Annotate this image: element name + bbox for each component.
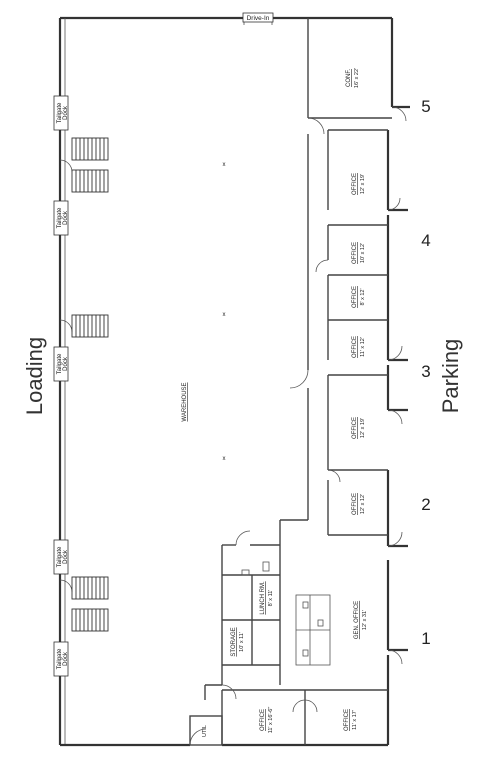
svg-text:OFFICE: OFFICE <box>352 336 358 358</box>
svg-text:11' x 17': 11' x 17' <box>352 710 358 730</box>
loading-label: Loading <box>22 337 47 415</box>
svg-text:x: x <box>223 312 226 318</box>
svg-text:LUNCH RM.: LUNCH RM. <box>260 581 266 615</box>
parking-label: Parking <box>438 339 463 414</box>
room-storage: STORAGE 10' x 11' <box>231 627 245 656</box>
svg-text:OFFICE: OFFICE <box>352 417 358 439</box>
tailgate-dock-2: TailgateDock <box>53 200 69 236</box>
room-office-7: OFFICE 11' x 16'-6" <box>260 707 274 734</box>
room-office-3: OFFICE 8' x 12' <box>352 286 366 308</box>
tailgate-dock-5: TailgateDock <box>53 641 69 677</box>
svg-text:CONF.: CONF. <box>346 69 352 87</box>
warehouse-label: WAREHOUSE <box>182 382 188 421</box>
room-office-1: OFFICE 12' x 19' <box>352 173 366 195</box>
svg-text:12' x 31': 12' x 31' <box>362 610 368 630</box>
room-office-4: OFFICE 11' x 12' <box>352 336 366 358</box>
column-markers: x x x <box>223 162 226 462</box>
svg-text:TailgateDock: TailgateDock <box>57 546 69 567</box>
svg-text:OFFICE: OFFICE <box>352 242 358 264</box>
svg-text:10' x 11': 10' x 11' <box>239 632 245 652</box>
svg-text:8' x 12': 8' x 12' <box>360 288 366 305</box>
util-label: UTIL <box>202 725 208 737</box>
svg-text:12' x 19': 12' x 19' <box>360 418 366 438</box>
marker-5: 5 <box>421 97 430 116</box>
svg-text:OFFICE: OFFICE <box>352 493 358 515</box>
svg-text:TailgateDock: TailgateDock <box>57 207 69 228</box>
svg-text:OFFICE: OFFICE <box>352 286 358 308</box>
dock-stairs <box>71 137 109 632</box>
marker-4: 4 <box>421 231 430 250</box>
svg-text:TailgateDock: TailgateDock <box>57 102 69 123</box>
room-office-2: OFFICE 10' x 12' <box>352 242 366 264</box>
svg-text:12' x 12': 12' x 12' <box>360 494 366 514</box>
room-conf: CONF. 16' x 22' <box>346 68 360 88</box>
svg-text:11' x 16'-6": 11' x 16'-6" <box>268 707 274 734</box>
interior-walls <box>189 18 392 746</box>
room-office-6: OFFICE 12' x 12' <box>352 493 366 515</box>
marker-1: 1 <box>421 629 430 648</box>
svg-text:GEN. OFFICE: GEN. OFFICE <box>354 601 360 639</box>
marker-2: 2 <box>421 495 430 514</box>
marker-3: 3 <box>421 362 430 381</box>
svg-text:11' x 12': 11' x 12' <box>360 337 366 357</box>
room-office-8: OFFICE 11' x 17' <box>344 709 358 731</box>
svg-text:8' x 11': 8' x 11' <box>268 590 274 607</box>
svg-text:x: x <box>223 456 226 462</box>
svg-text:x: x <box>223 162 226 168</box>
tailgate-dock-4: TailgateDock <box>53 539 69 575</box>
svg-text:TailgateDock: TailgateDock <box>57 648 69 669</box>
svg-text:16' x 22': 16' x 22' <box>354 68 360 88</box>
svg-text:TailgateDock: TailgateDock <box>57 353 69 374</box>
svg-text:12' x 19': 12' x 19' <box>360 174 366 194</box>
room-gen-office: GEN. OFFICE 12' x 31' <box>354 601 368 639</box>
drive-in-label: Drive-In <box>242 12 274 23</box>
svg-text:Drive-In: Drive-In <box>247 15 270 22</box>
svg-text:OFFICE: OFFICE <box>344 709 350 731</box>
room-office-5: OFFICE 12' x 19' <box>352 417 366 439</box>
svg-text:OFFICE: OFFICE <box>352 173 358 195</box>
svg-text:10' x 12': 10' x 12' <box>360 243 366 263</box>
svg-text:STORAGE: STORAGE <box>231 627 237 656</box>
tailgate-dock-1: TailgateDock <box>53 95 69 131</box>
room-lunch: LUNCH RM. 8' x 11' <box>260 581 274 615</box>
svg-text:OFFICE: OFFICE <box>260 709 266 731</box>
tailgate-dock-3: TailgateDock <box>53 346 69 382</box>
